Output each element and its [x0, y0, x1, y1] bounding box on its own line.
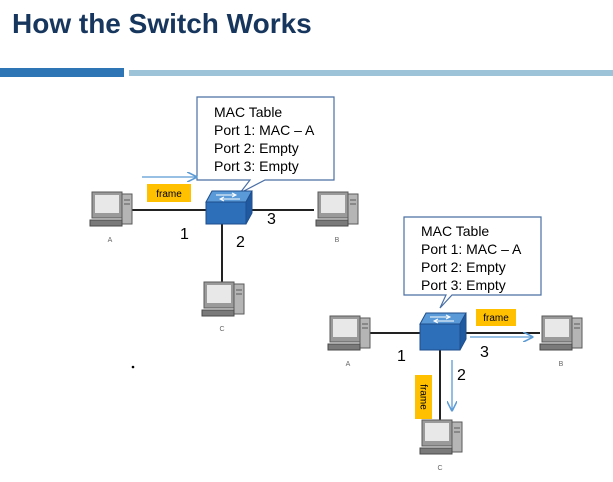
computer-label-b-bottom: B: [559, 361, 564, 368]
frame-tag-bottom-down: [415, 375, 432, 419]
computer-label-a-bottom: A: [346, 361, 351, 368]
computer-label-b-top: B: [335, 237, 340, 244]
frame-tag-bottom-down-label: frame: [417, 384, 428, 410]
port-label-3-bottom: 3: [480, 344, 489, 361]
mac-table-row-bottom-1: Port 1: MAC – A: [421, 241, 522, 257]
computer-label-a-top: A: [108, 237, 113, 244]
port-label-2-top: 2: [236, 234, 245, 251]
frame-tag-top: [147, 184, 191, 202]
port-label-3-top: 3: [267, 211, 276, 228]
mac-table-row-bottom-2: Port 2: Empty: [421, 259, 506, 275]
computer-icon-b-top: [315, 191, 359, 227]
port-label-1-bottom: 1: [397, 348, 406, 365]
computer-icon-c-top: [201, 281, 245, 317]
title-accent-bar: [0, 68, 124, 77]
mac-table-row-top-2: Port 2: Empty: [214, 140, 299, 156]
frame-tag-bottom-right: [476, 309, 516, 326]
computer-icon-a-bottom: [327, 315, 371, 351]
mac-table-row-bottom-3: Port 3: Empty: [421, 277, 506, 293]
port-label-2-bottom: 2: [457, 367, 466, 384]
slide-title: How the Switch Works: [12, 8, 312, 39]
mac-table-row-top-3: Port 3: Empty: [214, 158, 299, 174]
switch-icon-bottom: [419, 312, 467, 351]
port-label-1-top: 1: [180, 226, 189, 243]
mac-table-callout-bottom: [403, 216, 542, 309]
computer-label-c-top: C: [219, 326, 224, 333]
switch-icon-top: [205, 190, 253, 225]
title-accent-bar-light: [129, 70, 613, 76]
computer-icon-a-top: [89, 191, 133, 227]
mac-table-callout-top: [196, 96, 335, 194]
frame-tag-top-label: frame: [156, 189, 182, 200]
mac-table-heading-bottom: MAC Table: [421, 223, 489, 239]
stray-dot: [131, 365, 135, 369]
mac-table-heading-top: MAC Table: [214, 104, 282, 120]
frame-tag-bottom-right-label: frame: [483, 313, 509, 324]
computer-label-c-bottom: C: [437, 465, 442, 472]
mac-table-row-top-1: Port 1: MAC – A: [214, 122, 315, 138]
computer-icon-c-bottom: [419, 419, 463, 455]
computer-icon-b-bottom: [539, 315, 583, 351]
